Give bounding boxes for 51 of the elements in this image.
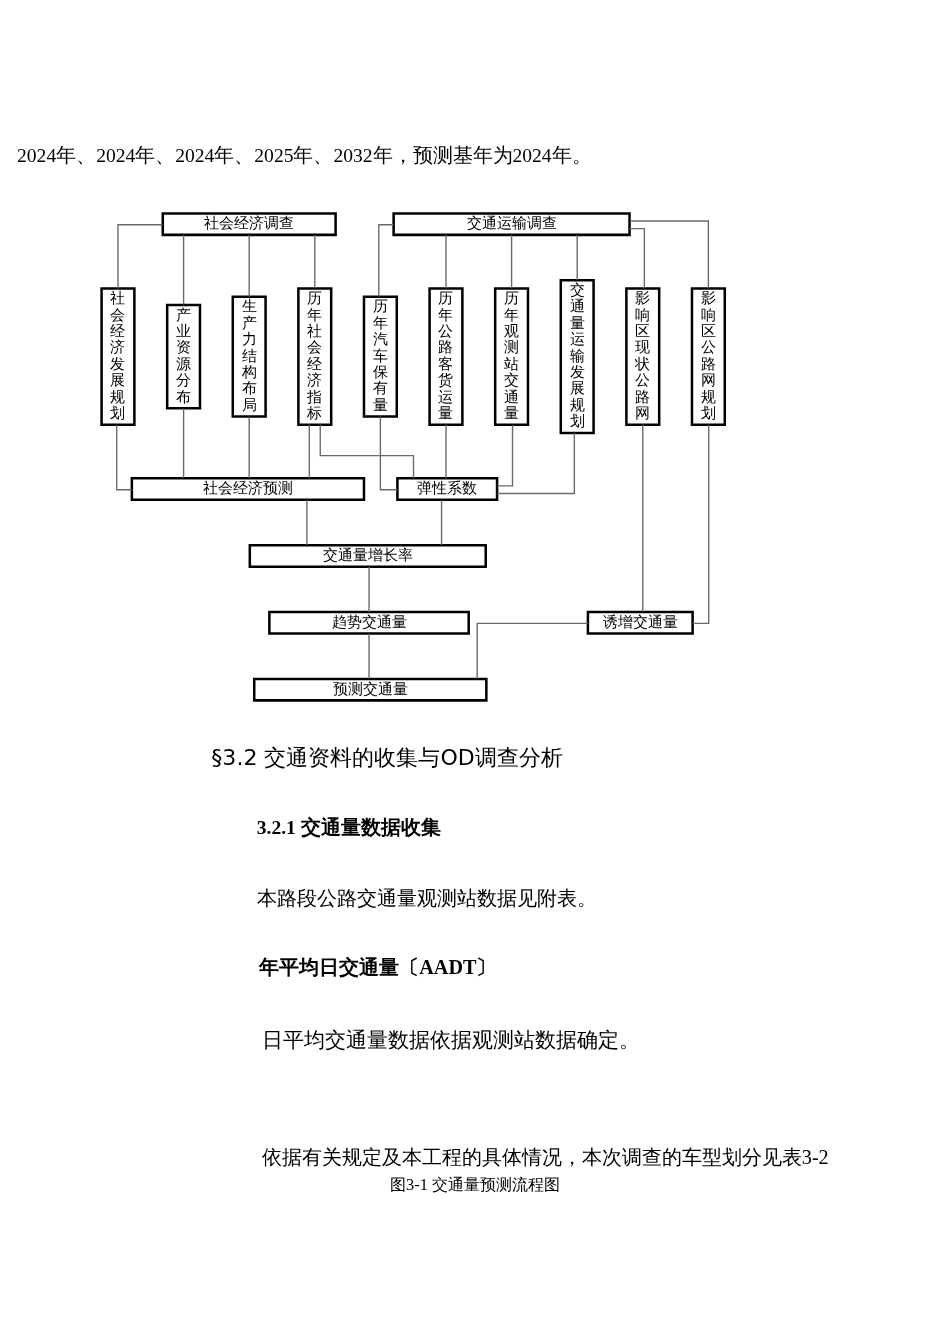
node-box: 交通量增长率: [248, 543, 487, 568]
connector: [368, 566, 370, 613]
connector: [182, 407, 185, 479]
connector: [378, 224, 395, 298]
label: 日平均交通量数据依据观测站数据确定。: [261, 1028, 640, 1053]
connector: [445, 234, 447, 290]
connector: [182, 234, 185, 306]
label: §3.2 交通资料的收集与OD调查分析: [211, 745, 563, 771]
caption: 图3-1 交通量预测流程图: [390, 1175, 560, 1195]
connector: [576, 234, 578, 281]
connector: [248, 234, 250, 298]
connector: [496, 424, 514, 487]
connector: [440, 499, 443, 546]
node-box: 历年汽车保有量: [362, 295, 399, 418]
connector: [629, 220, 710, 290]
connector: [314, 234, 316, 290]
node-box: 产业资源分布: [165, 303, 202, 410]
label: 依据有关规定及本工程的具体情况，本次调查的车型划分见表3-2: [261, 1146, 829, 1169]
node-box: 交通量运输发展规划: [559, 279, 595, 435]
connector: [368, 633, 370, 680]
node-box: 生产力结构布局: [231, 295, 267, 418]
node-box: 预测交通量: [252, 677, 488, 702]
node-box: 弹性系数: [396, 477, 499, 502]
connector: [476, 622, 589, 680]
connector: [117, 224, 164, 290]
node-box: 社会经济预测: [130, 477, 366, 502]
label: 年平均日交通量〔AADT〕: [259, 955, 497, 978]
connector: [510, 234, 513, 290]
connector: [496, 432, 576, 495]
node-box: 诱增交通量: [586, 610, 694, 635]
connector: [306, 499, 308, 546]
node-box: 影响区现状公路网: [625, 287, 661, 426]
connector: [628, 227, 646, 290]
node-box: 社会经济发展规划: [100, 287, 136, 426]
label: 2024年、2024年、2024年、2025年、2032年，预测基年为2024年。: [17, 144, 592, 166]
connector: [379, 415, 398, 491]
connector: [319, 424, 415, 479]
connector: [116, 424, 133, 491]
node-box: 历年公路客货运量: [428, 287, 464, 426]
node-box: 社会经济调查: [161, 212, 337, 237]
node-box: 历年社会经济指标: [297, 287, 333, 426]
label: 本路段公路交通量观测站数据见附表。: [256, 886, 597, 909]
node-box: 交通运输调查: [392, 212, 631, 237]
connector: [445, 424, 447, 479]
connector: [308, 424, 310, 479]
node-box: 影响区公路网规划: [690, 287, 727, 426]
node-box: 趋势交通量: [268, 610, 470, 635]
connector: [642, 424, 644, 613]
label: 3.2.1 交通量数据收集: [256, 816, 441, 838]
node-box: 历年观测站交通量: [493, 287, 530, 426]
connector: [248, 415, 250, 479]
